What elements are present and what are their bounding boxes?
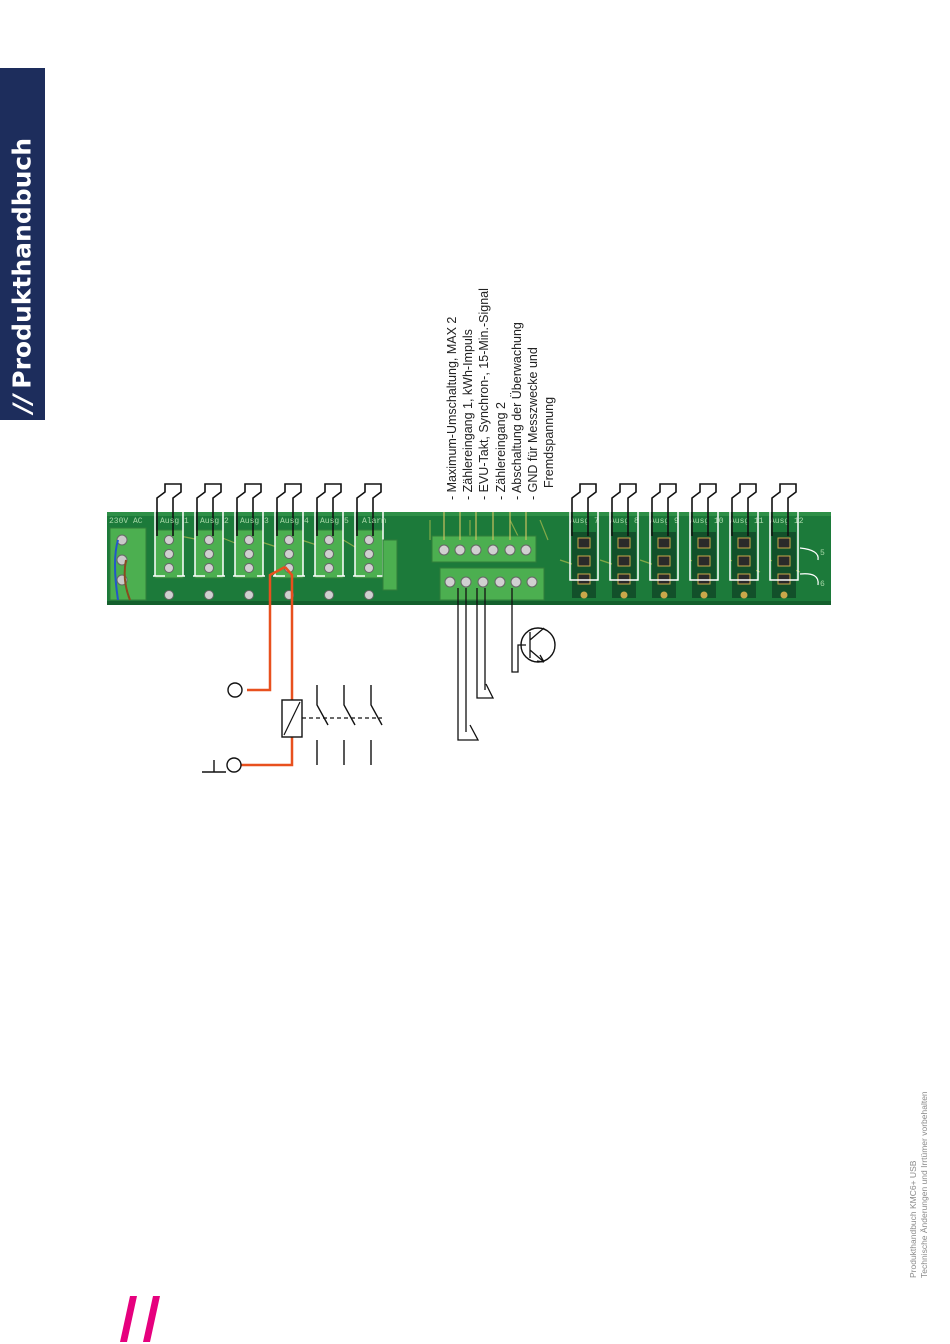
input-wiring — [457, 588, 556, 741]
right-output-blocks — [569, 483, 819, 599]
board-label-ausg1: Ausg 1 — [160, 517, 189, 526]
terminal-label-6: - GND für Messzwecke und — [525, 347, 540, 500]
footer-line-2: Technische Änderungen und Irrtümer vorbe… — [919, 1091, 929, 1278]
terminal-label-5: - Abschaltung der Überwachung — [509, 322, 524, 500]
board-label-ausg4: Ausg 4 — [280, 517, 309, 526]
contactor-wiring — [202, 565, 383, 773]
board-label-ausg10: Ausg 10 — [690, 517, 724, 526]
brand-mark — [120, 1296, 160, 1342]
board-label-ausg11: Ausg 11 — [730, 517, 764, 526]
footer-line-1: Produkthandbuch KMC6+ USB — [908, 1160, 918, 1278]
terminal-labels: - Maximum-Umschaltung, MAX 2 - Zählerein… — [444, 288, 557, 500]
board-label-ausg7: Ausg 7 — [570, 517, 599, 526]
board-label-ausg9: Ausg 9 — [650, 517, 679, 526]
terminal-circle-bottom — [226, 757, 242, 773]
terminal-label-2: - Zählereingang 1, kWh-Impuls — [461, 329, 476, 500]
terminal-label-4: - Zählereingang 2 — [493, 402, 508, 500]
footer-note: Produkthandbuch KMC6+ USB Technische Änd… — [908, 1091, 930, 1278]
transistor-symbol — [520, 627, 556, 663]
input-terminal-block — [431, 512, 545, 601]
board-label-power: 230V AC — [109, 517, 143, 526]
terminal-circle-top — [227, 682, 243, 698]
board-mark-5: 5 — [820, 549, 825, 558]
board-label-ausg2: Ausg 2 — [200, 517, 229, 526]
terminal-label-7: Fremdspannung — [542, 396, 557, 488]
terminal-label-3: - EVU-Takt, Synchron-, 15-Min.-Signal — [477, 288, 492, 500]
sidebar-tab — [0, 68, 45, 420]
board-label-ausg8: Ausg 8 — [610, 517, 639, 526]
board-label-ausg12: Ausg 12 — [770, 517, 804, 526]
board-label-alarm: Alarm — [362, 517, 386, 526]
board-label-ausg3: Ausg 3 — [240, 517, 269, 526]
terminal-label-1: - Maximum-Umschaltung, MAX 2 — [445, 316, 459, 500]
board-label-ausg5: Ausg 5 — [320, 517, 349, 526]
board-labels: 230V AC Ausg 1 Ausg 2 Ausg 3 Ausg 4 Ausg… — [109, 517, 825, 589]
board-mark-6: 6 — [820, 580, 825, 589]
